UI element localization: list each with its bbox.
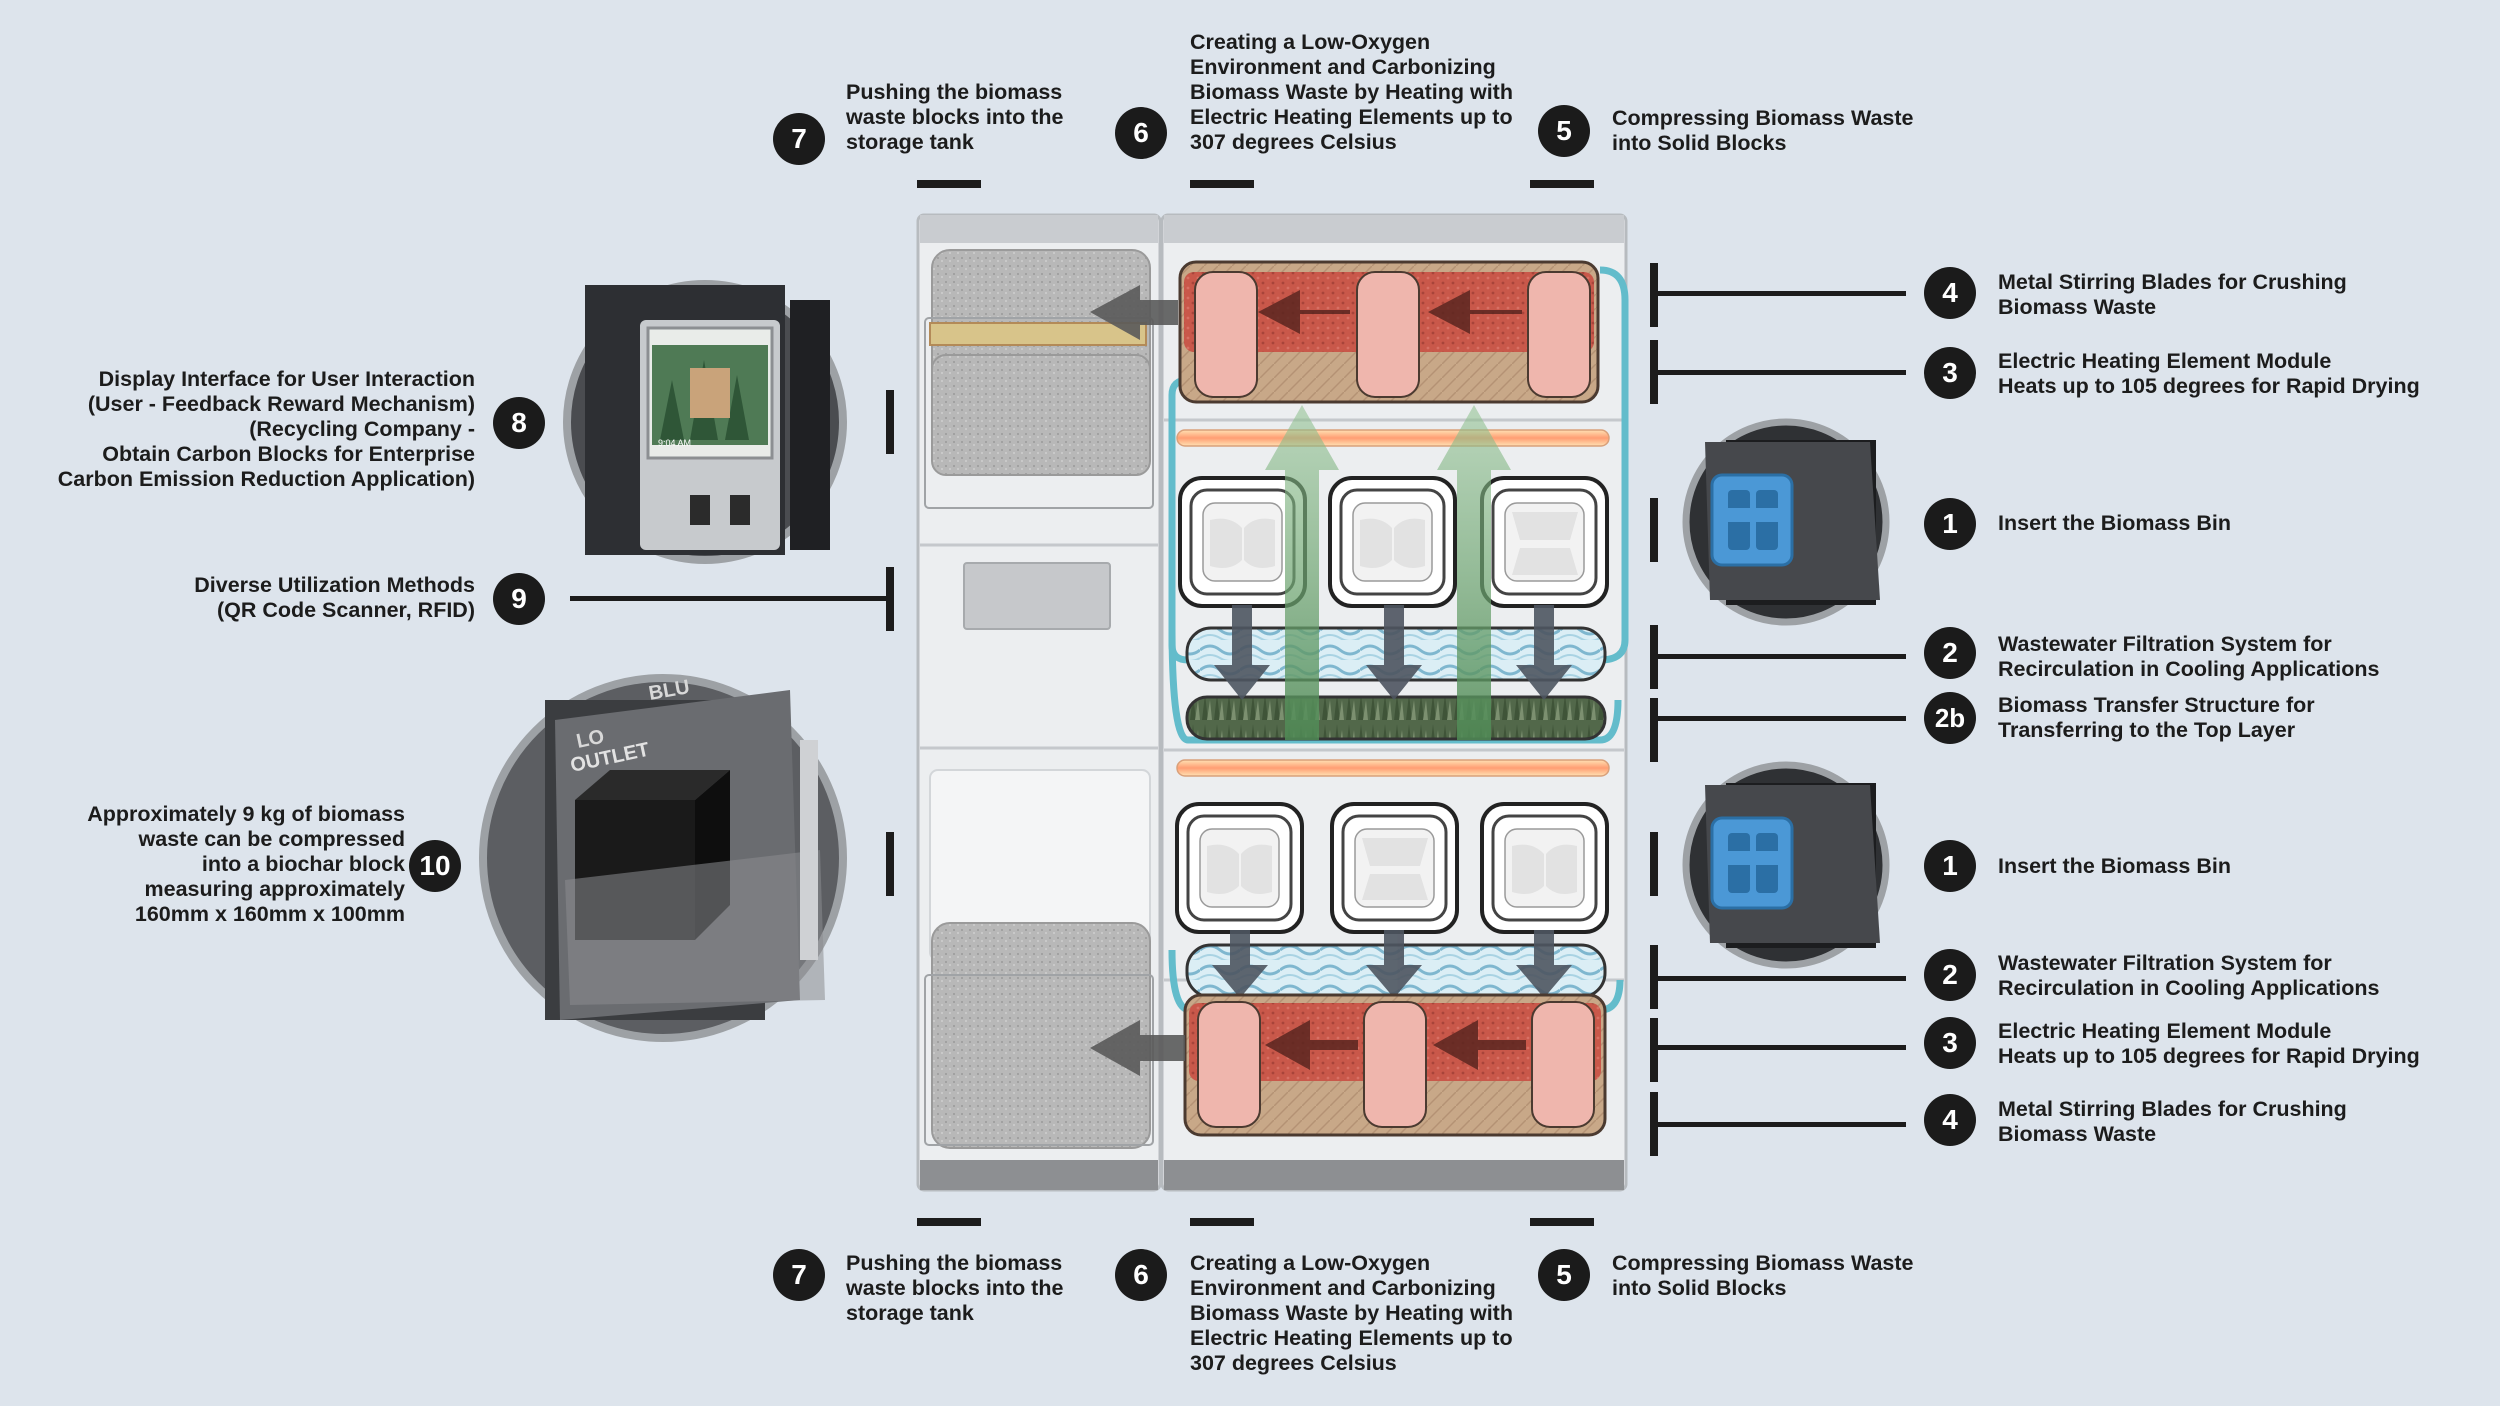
callout-badge-10: 10 <box>409 840 461 892</box>
callout-label-1-bottom: Insert the Biomass Bin <box>1998 854 2231 878</box>
callout-badge-4-bottom: 4 <box>1924 1094 1976 1146</box>
outlet-detail-image <box>479 674 847 1042</box>
display-detail-image <box>563 280 847 564</box>
callout-badge-6-top: 6 <box>1115 107 1167 159</box>
stirring-blade <box>1356 271 1420 398</box>
callout-label-6-bottom: Creating a Low-Oxygen Environment and Ca… <box>1190 1251 1513 1375</box>
leader-line-3-bottom <box>1654 1045 1906 1050</box>
bin <box>1480 802 1609 934</box>
stirring-blade <box>1527 271 1591 398</box>
screen-time: 9:04 AM <box>658 438 691 448</box>
bin <box>1328 476 1457 608</box>
leader-tick-5-top <box>1530 180 1594 188</box>
bottom-grinding-chamber <box>1183 993 1607 1137</box>
leader-tick-7-bottom <box>917 1218 981 1226</box>
callout-label-6-top: Creating a Low-Oxygen Environment and Ca… <box>1190 30 1513 154</box>
down-arrows-bottom <box>1212 930 1572 998</box>
callout-label-3-top: Electric Heating Element Module Heats up… <box>1998 349 2420 398</box>
leader-line-4-bottom <box>1654 1122 1906 1127</box>
callout-badge-5-bottom: 5 <box>1538 1249 1590 1301</box>
callout-badge-3-top: 3 <box>1924 347 1976 399</box>
leader-line-2-top <box>1654 654 1906 659</box>
callout-badge-4-top: 4 <box>1924 267 1976 319</box>
callout-label-7-bottom: Pushing the biomass waste blocks into th… <box>846 1251 1064 1325</box>
top-grinding-chamber <box>1178 260 1600 404</box>
callout-badge-1-bottom: 1 <box>1924 840 1976 892</box>
transfer-arrows <box>1265 405 1511 740</box>
callout-badge-6-bottom: 6 <box>1115 1249 1167 1301</box>
leader-tick-5-bottom <box>1530 1218 1594 1226</box>
callout-badge-3-bottom: 3 <box>1924 1017 1976 1069</box>
leader-tick-2b <box>1650 698 1658 762</box>
leader-tick-3-bottom <box>1650 1018 1658 1082</box>
down-arrows-top <box>1214 605 1572 700</box>
insert-bin-detail-top <box>1682 418 1890 626</box>
callout-badge-2-bottom: 2 <box>1924 949 1976 1001</box>
bin <box>1480 476 1609 608</box>
leader-tick-10 <box>886 832 894 896</box>
leader-tick-6-top <box>1190 180 1254 188</box>
leader-line-3-top <box>1654 370 1906 375</box>
storage-column <box>916 213 1162 1192</box>
callout-label-2b: Biomass Transfer Structure for Transferr… <box>1998 693 2315 742</box>
callout-label-2-bottom: Wastewater Filtration System for Recircu… <box>1998 951 2380 1000</box>
callout-label-10: Approximately 9 kg of biomass waste can … <box>87 802 405 926</box>
callout-badge-7-bottom: 7 <box>773 1249 825 1301</box>
push-arrow-bottom <box>1090 1020 1185 1076</box>
insert-bin-detail-bottom <box>1682 761 1890 969</box>
leader-tick-9 <box>886 567 894 631</box>
bins-row-top <box>1178 476 1609 608</box>
callout-label-1-top: Insert the Biomass Bin <box>1998 511 2231 535</box>
callout-label-4-top: Metal Stirring Blades for Crushing Bioma… <box>1998 270 2347 319</box>
callout-badge-7-top: 7 <box>773 113 825 165</box>
scanner-panel <box>963 562 1111 630</box>
leader-tick-8 <box>886 390 894 454</box>
leader-line-9 <box>570 596 890 601</box>
callout-label-7-top: Pushing the biomass waste blocks into th… <box>846 80 1064 154</box>
leader-tick-6-bottom <box>1190 1218 1254 1226</box>
push-arrow-top <box>1090 285 1178 340</box>
bin <box>1175 802 1304 934</box>
callout-label-5-top: Compressing Biomass Waste into Solid Blo… <box>1612 106 1914 155</box>
callout-label-9: Diverse Utilization Methods (QR Code Sca… <box>194 573 475 622</box>
callout-label-5-bottom: Compressing Biomass Waste into Solid Blo… <box>1612 1251 1914 1300</box>
callout-badge-1-top: 1 <box>1924 498 1976 550</box>
heater-strip-bottom <box>1176 759 1610 777</box>
callout-label-2-top: Wastewater Filtration System for Recircu… <box>1998 632 2380 681</box>
callout-badge-2-top: 2 <box>1924 627 1976 679</box>
leader-tick-1-bottom <box>1650 832 1658 896</box>
biomass-transfer-strip <box>1185 695 1607 741</box>
callout-badge-5-top: 5 <box>1538 105 1590 157</box>
leader-line-2-bottom <box>1654 976 1906 981</box>
stirring-blade <box>1194 271 1258 398</box>
leader-tick-1-top <box>1650 498 1658 562</box>
callout-label-8: Display Interface for User Interaction (… <box>57 367 475 491</box>
heater-strip-top <box>1176 429 1610 447</box>
storage-block-top-2 <box>931 354 1151 476</box>
leader-tick-7-top <box>917 180 981 188</box>
callout-label-4-bottom: Metal Stirring Blades for Crushing Bioma… <box>1998 1097 2347 1146</box>
leader-line-2b <box>1654 716 1906 721</box>
stirring-blade <box>1363 1001 1427 1128</box>
callout-badge-9: 9 <box>493 573 545 625</box>
bins-row-bottom <box>1175 802 1609 934</box>
callout-label-3-bottom: Electric Heating Element Module Heats up… <box>1998 1019 2420 1068</box>
bin <box>1330 802 1459 934</box>
callout-badge-2b: 2b <box>1924 692 1976 744</box>
stirring-blade <box>1197 1001 1261 1128</box>
stirring-blade <box>1531 1001 1595 1128</box>
callout-badge-8: 8 <box>493 397 545 449</box>
leader-line-4-top <box>1654 291 1906 296</box>
